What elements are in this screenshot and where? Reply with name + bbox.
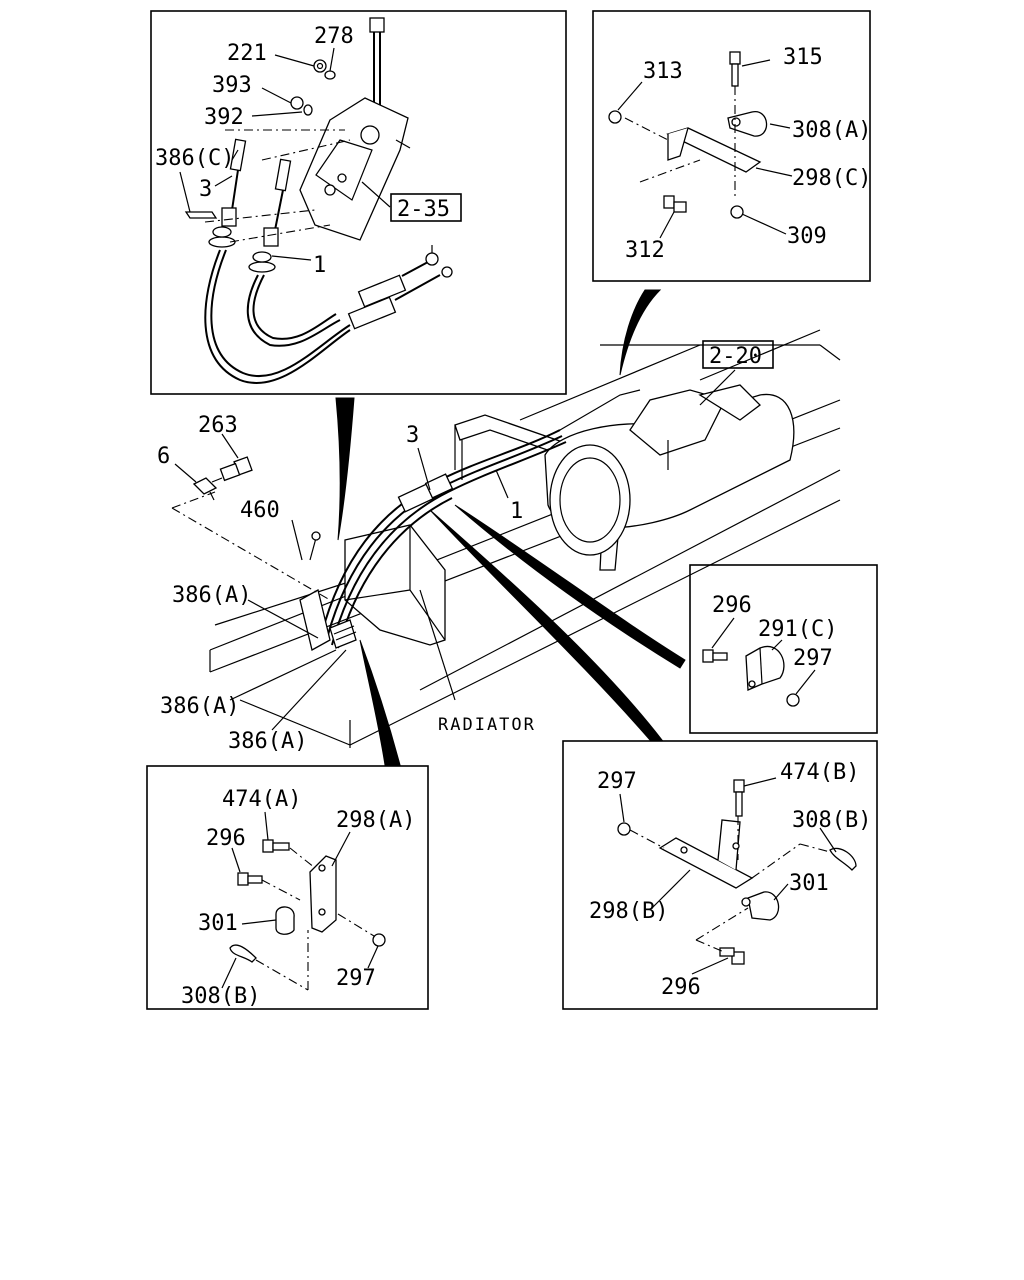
callout-wedge-top-right [619,289,662,376]
panel-bottom-right-border [562,740,878,1010]
label-301-br: 301 [789,871,829,896]
cable-end-right [248,158,292,273]
clamp-301-br [741,891,780,921]
nut-297-br [617,822,631,836]
bolt-474a [262,839,290,853]
ref-2-35: 2-35 [397,197,450,222]
ref-2-20: 2-20 [709,344,762,369]
bolt-296-br [719,947,745,965]
panel-bottom-left-border [146,765,429,1010]
label-296-bl: 296 [206,826,246,851]
clip-308b-bl [229,944,257,963]
bracket-298b [658,819,754,889]
label-1-main: 1 [510,499,523,524]
label-291c: 291(C) [758,617,837,642]
label-296-br: 296 [661,975,701,1000]
label-298c: 298(C) [792,166,871,191]
ref-box-2-35 [390,193,462,222]
main-leaders [171,369,736,731]
bottom-left-leaders [221,811,379,991]
radiator [344,524,446,646]
bolt-474b [733,779,745,817]
label-308a: 308(A) [792,118,871,143]
label-386c: 386(C) [155,146,234,171]
label-393: 393 [212,73,252,98]
label-386a-2: 386(A) [160,694,239,719]
label-386a-3: 386(A) [228,729,307,754]
bolt-315 [729,51,741,87]
bracket-298a [309,855,337,933]
label-392: 392 [204,105,244,130]
shifter-leaders [179,47,391,261]
nut-297-bl [372,933,386,947]
clamp-301-bl [275,906,295,935]
shift-cables [204,245,453,384]
label-6: 6 [157,444,170,469]
clamp-308a [727,111,768,137]
label-3-main: 3 [406,423,419,448]
callout-wedge-bottom-left [359,639,401,766]
label-radiator: RADIATOR [438,715,536,735]
panel-top-right-border [592,10,871,282]
mid-right-leaders [711,617,816,695]
bolt-296-mid [702,649,728,663]
label-308b-br: 308(B) [792,808,871,833]
label-308b-bl: 308(B) [181,984,260,1009]
main-cables [299,389,641,651]
panel-bottom-left: 474(A) 296 298(A) 301 297 308(B) [146,765,429,1010]
bolt-312 [663,195,687,213]
label-263: 263 [198,413,238,438]
label-386a-1: 386(A) [172,583,251,608]
label-296-mid: 296 [712,593,752,618]
label-221: 221 [227,41,267,66]
ref-box-2-20 [702,340,774,369]
label-315: 315 [783,45,823,70]
cable-end-left [208,138,247,248]
panel-mid-right: 296 291(C) 297 [689,564,878,734]
label-309: 309 [787,224,827,249]
label-297-bl: 297 [336,966,376,991]
main-assembly: 263 6 460 3 1 386(A) 386(A) 386(A) 2-20 … [157,289,841,766]
nut-309 [730,205,744,219]
washer-278 [324,70,336,80]
label-474b: 474(B) [780,760,859,785]
panel-shifter: 221 278 393 392 386(C) 3 1 2-35 [150,10,567,395]
label-278: 278 [314,24,354,49]
label-460: 460 [240,498,280,523]
label-312: 312 [625,238,665,263]
switch-263 [211,456,253,483]
washer-392 [303,104,313,116]
nut-393 [290,96,304,110]
shift-lever [299,17,411,241]
bolt-296-bl [237,872,263,886]
clip-308b-br [829,847,857,871]
clamp-291c [745,645,785,691]
label-297-mid: 297 [793,646,833,671]
label-3: 3 [199,177,212,202]
label-298b: 298(B) [589,899,668,924]
label-1: 1 [313,253,326,278]
label-298a: 298(A) [336,808,415,833]
panel-bottom-right: 297 474(B) 308(B) 301 298(B) 296 [562,740,878,1010]
nut-313 [608,110,622,124]
panel-mid-right-border [689,564,878,734]
nut-221 [313,59,327,73]
clip-386c [184,211,218,219]
label-301-bl: 301 [198,911,238,936]
nut-297-mid [786,693,800,707]
label-474a: 474(A) [222,787,301,812]
panel-top-right: 313 315 308(A) 298(C) 312 309 [592,10,871,282]
label-313: 313 [643,59,683,84]
bottom-right-leaders [619,777,837,975]
callout-wedge-shifter [335,397,355,541]
panel-shifter-border [150,10,567,395]
top-right-leaders [617,59,793,239]
callout-wedge-mid-right [454,504,686,669]
callout-wedge-bottom-right [429,509,664,741]
label-297-br: 297 [597,769,637,794]
bracket-298c [666,127,762,173]
transmission [544,384,795,556]
